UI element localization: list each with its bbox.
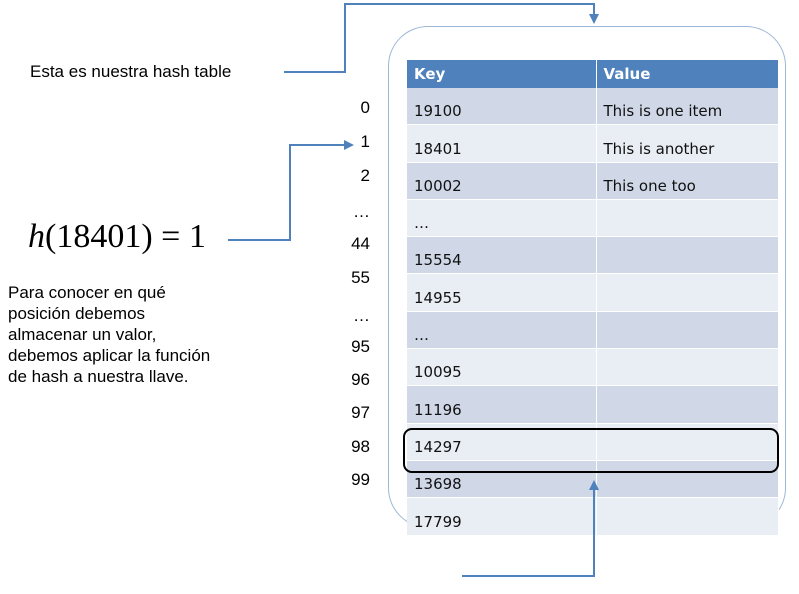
index-label: 55 <box>351 268 370 287</box>
key-cell: 14955 <box>407 273 597 312</box>
arrow-to-table <box>284 3 599 73</box>
index-label: 2 <box>360 166 370 185</box>
arrow-to-bucket <box>462 480 599 577</box>
index-label: 1 <box>360 132 370 151</box>
index-label: … <box>353 202 370 221</box>
description-text: Para conocer en qué posición debemos alm… <box>8 282 278 387</box>
index-label: 44 <box>351 234 370 253</box>
index-label: 97 <box>351 403 370 422</box>
hash-function-expression: (18401) = 1 <box>45 218 206 255</box>
value-cell <box>596 236 779 275</box>
key-cell: 10002 <box>407 162 597 200</box>
value-cell <box>596 460 779 499</box>
description-line: Para conocer en qué <box>8 283 166 302</box>
table-row: 14955 <box>407 273 779 312</box>
description-line: almacenar un valor, <box>8 325 157 344</box>
value-cell <box>596 385 779 424</box>
table-header-row: Key Value <box>407 60 779 88</box>
key-cell: 13698 <box>407 460 597 499</box>
value-cell <box>596 497 779 536</box>
key-cell: 19100 <box>407 88 597 126</box>
value-cell <box>596 199 779 238</box>
value-cell: This is one item <box>596 88 779 126</box>
key-cell: 17799 <box>407 497 597 536</box>
index-label: 99 <box>351 470 370 489</box>
index-label: 0 <box>360 98 370 117</box>
key-cell: 10095 <box>407 348 597 387</box>
table-row: 15554 <box>407 236 779 275</box>
column-header-key: Key <box>407 60 597 88</box>
description-line: de hash a nuestra llave. <box>8 367 189 386</box>
value-cell <box>596 311 779 350</box>
hash-function-name: h <box>28 218 45 255</box>
table-row: 10095 <box>407 348 779 387</box>
index-label: 95 <box>351 337 370 356</box>
table-row: … <box>407 199 779 238</box>
table-row: 13698 <box>407 460 779 499</box>
key-cell: 15554 <box>407 236 597 275</box>
value-cell <box>596 348 779 387</box>
column-header-value: Value <box>596 60 779 88</box>
bucket-highlight-box <box>403 428 779 473</box>
table-row: … <box>407 311 779 350</box>
arrow-to-index <box>228 140 354 241</box>
table-row: 11196 <box>407 385 779 424</box>
hash-table-label: Esta es nuestra hash table <box>30 62 232 81</box>
value-cell: This is another <box>596 124 779 163</box>
key-cell: 18401 <box>407 124 597 163</box>
table-row: 17799 <box>407 497 779 536</box>
value-cell: This one too <box>596 162 779 200</box>
index-label: 96 <box>351 370 370 389</box>
description-line: debemos aplicar la función <box>8 346 211 365</box>
key-cell: 11196 <box>407 385 597 424</box>
value-cell <box>596 273 779 312</box>
index-label: … <box>353 306 370 325</box>
description-line: posición debemos <box>8 304 146 323</box>
key-cell: … <box>407 199 597 238</box>
index-label: 98 <box>351 437 370 456</box>
hash-formula: h(18401) = 1 <box>28 218 206 256</box>
key-cell: … <box>407 311 597 350</box>
